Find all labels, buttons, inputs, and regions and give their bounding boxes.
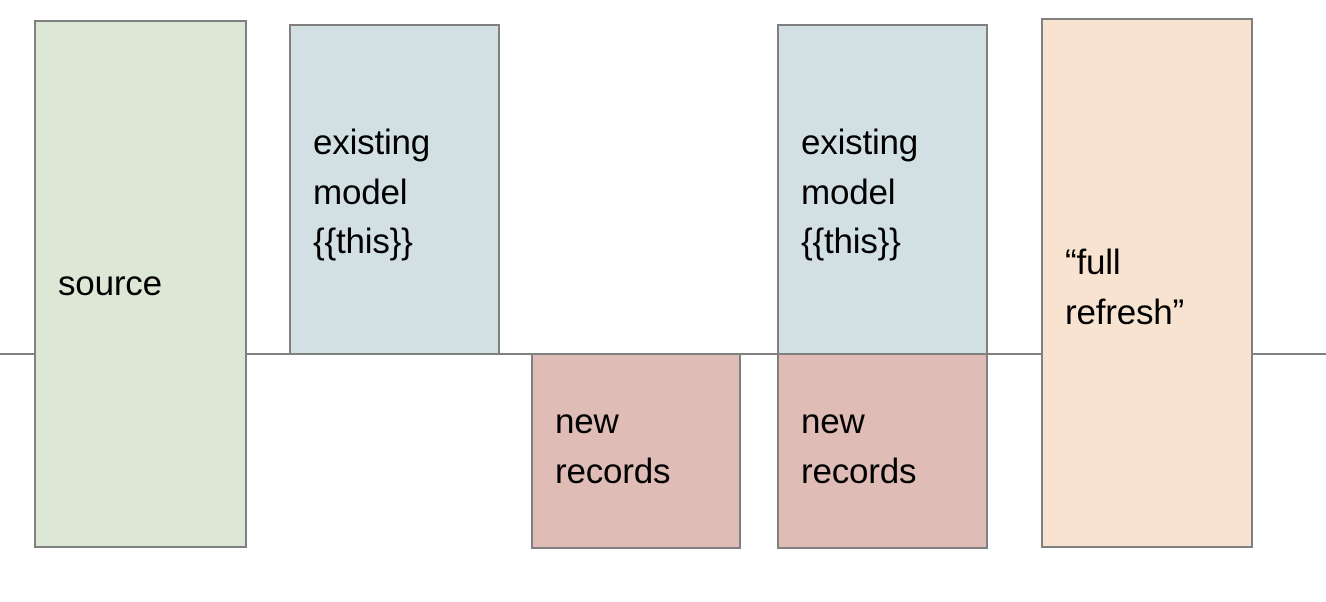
node-new-records-1-label: new records [555,402,671,491]
node-new-records-2-label: new records [801,402,917,491]
node-full-refresh-label: “full refresh” [1065,243,1184,332]
node-new-records-1[interactable]: new records [531,353,741,549]
node-full-refresh[interactable]: “full refresh” [1041,18,1253,548]
node-source[interactable]: source [34,20,247,548]
node-existing-model-2[interactable]: existing model {{this}} [777,24,988,355]
node-existing-model-1[interactable]: existing model {{this}} [289,24,500,355]
node-existing-model-2-label: existing model {{this}} [801,123,919,262]
node-source-label: source [58,264,162,304]
node-new-records-2[interactable]: new records [777,353,988,549]
node-existing-model-1-label: existing model {{this}} [313,123,431,262]
